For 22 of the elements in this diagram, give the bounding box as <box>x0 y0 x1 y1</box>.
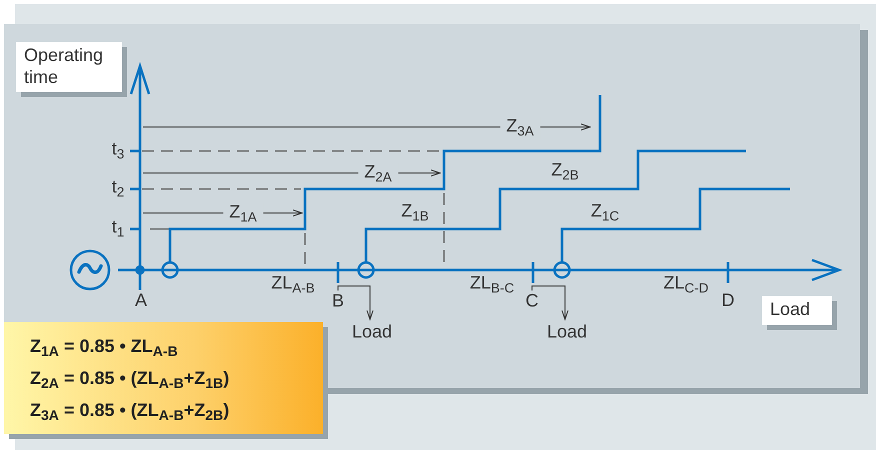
section-label: ZL$_{C-D}$ <box>664 274 708 296</box>
axis-title: Load <box>762 296 832 325</box>
tick-label: t$_{1}$ <box>112 218 124 240</box>
station-label: B <box>332 290 344 312</box>
formula: Z$_{2A}$ = 0.85 • (ZL$_{A-B}$+Z$_{1B}$) <box>30 368 230 392</box>
tick-label: t$_{3}$ <box>112 140 124 162</box>
section-label: ZL$_{A-B}$ <box>271 274 315 296</box>
curve-label: Z$_{1B}$ <box>401 202 429 224</box>
curve-label: Z$_{2B}$ <box>551 160 579 184</box>
formula: Z$_{3A}$ = 0.85 • (ZL$_{A-B}$+Z$_{2B}$) <box>30 400 230 424</box>
tick-label: t$_{2}$ <box>112 178 124 200</box>
station-label: A <box>135 291 147 311</box>
load-label: Load <box>352 322 392 342</box>
axis-title: Operating time <box>16 42 122 92</box>
station-label: C <box>526 290 538 312</box>
load-arrow <box>338 286 374 320</box>
load-arrow <box>532 286 568 320</box>
curve-label: Z$_{1C}$ <box>590 202 620 224</box>
formula: Z$_{1A}$ = 0.85 • ZL$_{A-B}$ <box>30 336 179 360</box>
load-label: Load <box>546 322 588 342</box>
section-label: ZL$_{B-C}$ <box>470 274 514 296</box>
station-label: D <box>722 291 734 311</box>
